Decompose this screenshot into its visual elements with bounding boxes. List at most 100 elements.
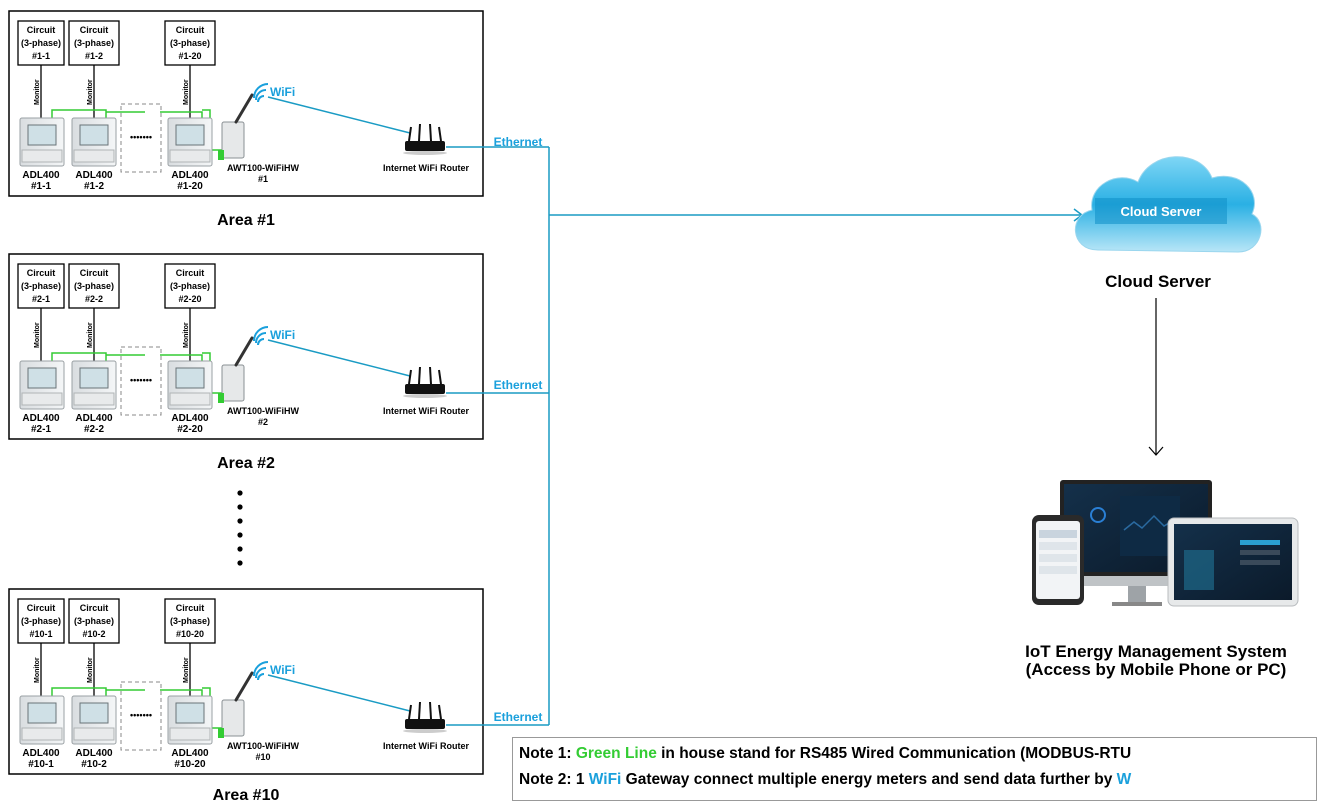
rs485-line [51,109,107,120]
circuit-id: #1-2 [85,51,103,61]
circuit-label: Circuit [176,25,205,35]
meter-device [71,360,117,410]
cloud-badge: Cloud Server [1121,204,1202,219]
wifi-signal-icon [253,661,269,681]
gateway-id: #10 [255,752,270,762]
meter-placeholder [120,346,162,416]
meter-device [167,695,213,745]
system-subtitle: (Access by Mobile Phone or PC) [1026,660,1287,679]
router-label: Internet WiFi Router [383,741,469,751]
wifi-link [267,674,411,712]
ethernet-label: Ethernet [494,378,543,392]
circuit-id: #10-1 [29,629,52,639]
wifi-gateway [218,93,254,160]
router-label: Internet WiFi Router [383,406,469,416]
rs485-line [51,352,107,363]
meter-id: #10-20 [174,759,206,770]
gateway-id: #2 [258,417,268,427]
circuit-id: #2-20 [178,294,201,304]
tablet-icon [1167,517,1299,607]
area-title: Area #1 [217,212,275,229]
gateway-model: AWT100-WiFiHW [227,406,299,416]
circuit-id: #2-1 [32,294,50,304]
gateway-model: AWT100-WiFiHW [227,163,299,173]
ellipsis: ••••••• [130,710,152,720]
note-2-prefix: Note 2: 1 [519,771,589,788]
router-label: Internet WiFi Router [383,163,469,173]
circuit-label: Circuit [176,603,205,613]
wifi-gateway [218,671,254,738]
cloud-icon [1075,156,1262,253]
monitor-label: Monitor [183,322,190,348]
router-icon [403,366,447,398]
wifi-signal-icon [253,83,269,103]
meter-model: ADL400 [22,413,60,424]
circuit-phase: (3-phase) [170,281,210,291]
wifi-gateway [218,336,254,403]
circuit-phase: (3-phase) [170,38,210,48]
meter-device [19,695,65,745]
circuit-phase: (3-phase) [21,281,61,291]
circuit-id: #10-20 [176,629,204,639]
meter-model: ADL400 [171,748,209,759]
meter-placeholder [120,681,162,751]
meter-device [167,360,213,410]
meter-id: #10-2 [81,759,107,770]
rs485-line [51,687,107,698]
area-frame [8,10,484,197]
meter-id: #1-2 [84,181,104,192]
circuit-box: Circuit (3-phase) #2-1 [17,263,65,309]
meter-id: #1-1 [31,181,51,192]
circuit-label: Circuit [176,268,205,278]
circuit-box: Circuit (3-phase) #1-20 [164,20,216,66]
meter-model: ADL400 [171,413,209,424]
monitor-label: Monitor [34,322,41,348]
monitor-label: Monitor [87,79,94,105]
wifi-link [267,339,411,377]
meter-model: ADL400 [75,170,113,181]
circuit-box: Circuit (3-phase) #2-20 [164,263,216,309]
gateway-id: #1 [258,174,268,184]
meter-device [167,117,213,167]
note-1-highlight: Green Line [575,745,657,762]
circuit-phase: (3-phase) [74,281,114,291]
circuit-label: Circuit [27,25,56,35]
circuit-box: Circuit (3-phase) #2-2 [68,263,120,309]
note-2: Note 2: 1 WiFi Gateway connect multiple … [519,767,1310,793]
router-icon [403,123,447,155]
area-2: Circuit (3-phase) #2-1 Circuit (3-phase)… [8,253,549,472]
notes-box: Note 1: Green Line in house stand for RS… [512,737,1317,801]
circuit-phase: (3-phase) [21,616,61,626]
area-10: Circuit (3-phase) #10-1 Circuit (3-phase… [8,588,549,801]
circuit-id: #10-2 [82,629,105,639]
meter-model: ADL400 [171,170,209,181]
wifi-label: WiFi [270,85,295,99]
meter-placeholder [120,103,162,173]
ethernet-label: Ethernet [494,135,543,149]
meter-model: ADL400 [22,748,60,759]
circuit-phase: (3-phase) [170,616,210,626]
note-2-tail: W [1116,771,1132,788]
area-title: Area #2 [217,455,275,472]
circuit-box: Circuit (3-phase) #10-1 [17,598,65,644]
gateway-model: AWT100-WiFiHW [227,741,299,751]
mobile-phone-icon [1032,515,1084,605]
meter-model: ADL400 [75,748,113,759]
note-1: Note 1: Green Line in house stand for RS… [519,741,1310,767]
circuit-phase: (3-phase) [21,38,61,48]
circuit-box: Circuit (3-phase) #1-2 [68,20,120,66]
note-1-prefix: Note 1: [519,745,576,762]
circuit-id: #2-2 [85,294,103,304]
area-frame [8,253,484,440]
cloud-label: Cloud Server [1105,272,1211,291]
meter-id: #10-1 [28,759,54,770]
area-title: Area #10 [213,787,280,801]
more-areas-dots [237,490,243,566]
monitor-label: Monitor [34,657,41,683]
circuit-id: #1-20 [178,51,201,61]
circuit-phase: (3-phase) [74,38,114,48]
note-2-highlight: WiFi [588,771,622,788]
circuit-phase: (3-phase) [74,616,114,626]
wifi-signal-icon [253,326,269,346]
